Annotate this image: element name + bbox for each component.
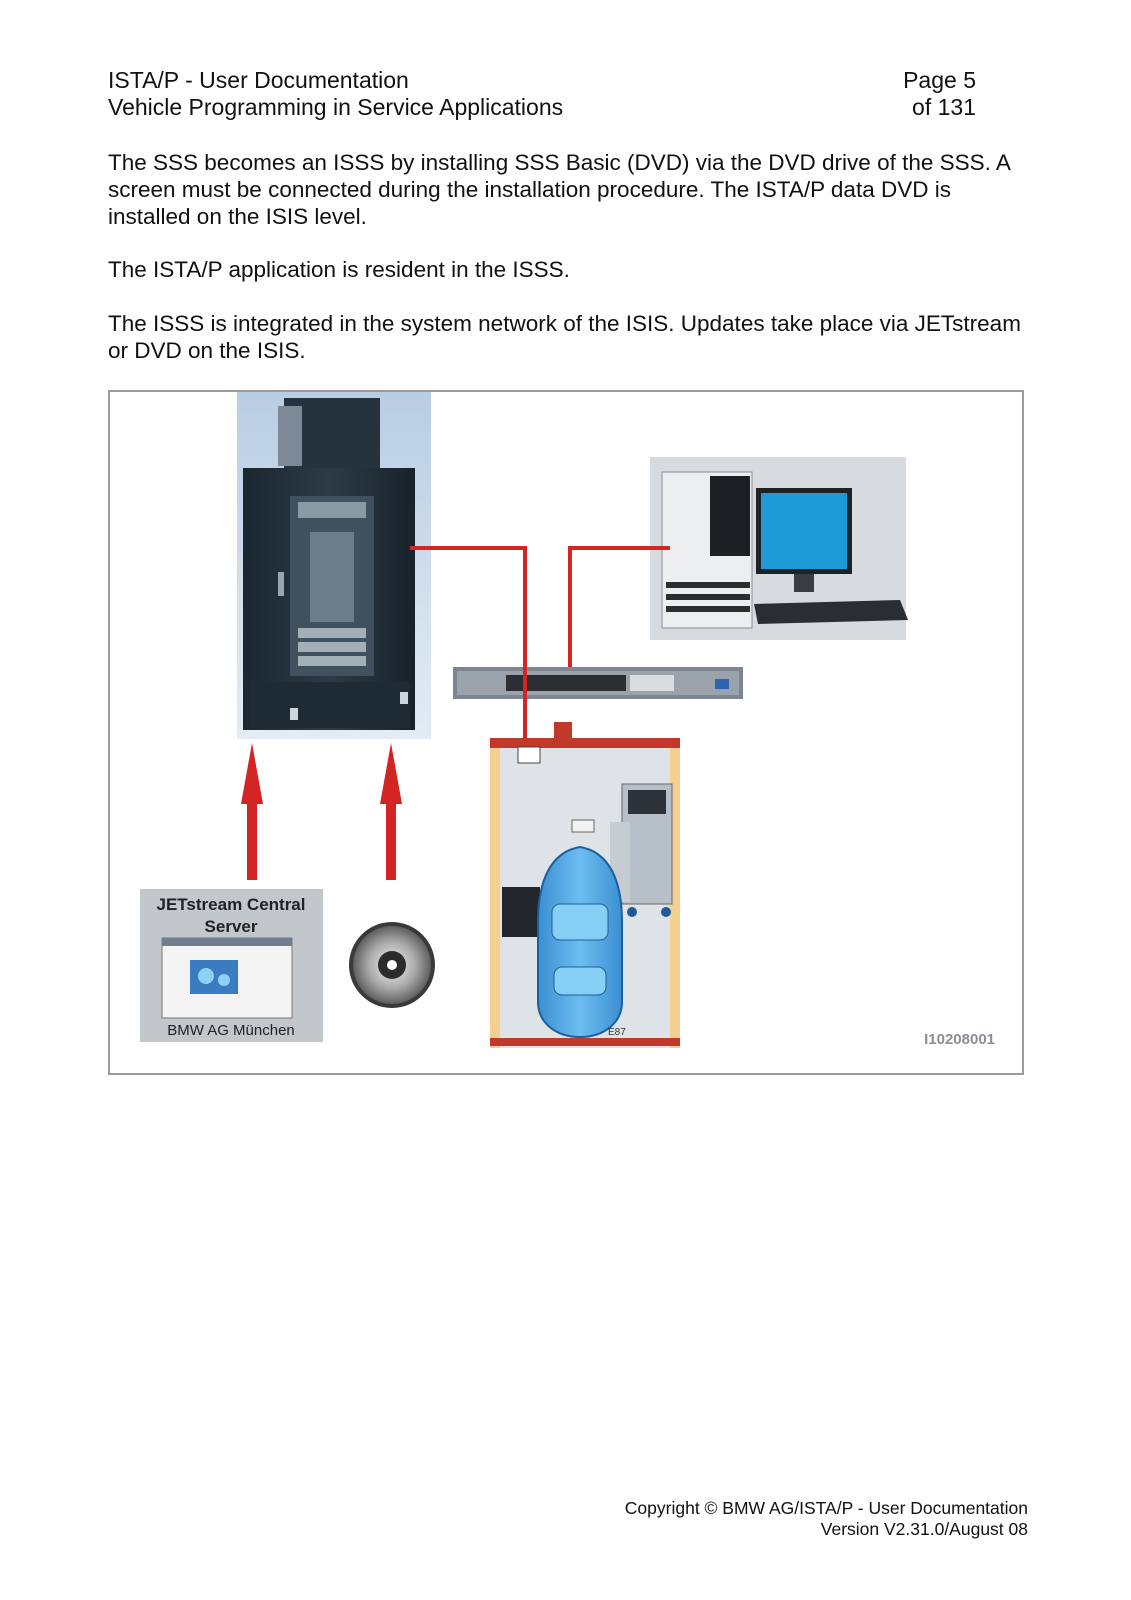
dvd-arrow-icon xyxy=(380,743,402,880)
footer-version: Version V2.31.0/August 08 xyxy=(820,1519,1028,1539)
document-header-left: ISTA/P - User Documentation Vehicle Prog… xyxy=(108,67,563,121)
jetstream-title-line2: Server xyxy=(205,917,258,936)
page-number: Page 5 of 131 xyxy=(903,67,976,121)
jetstream-caption: BMW AG München xyxy=(167,1022,295,1039)
dvd-disc-icon xyxy=(349,922,435,1008)
figure-image-id: I10208001 xyxy=(924,1031,995,1048)
upward-arrows xyxy=(241,743,402,880)
footer-copyright: Copyright © BMW AG/ISTA/P - User Documen… xyxy=(624,1498,1028,1518)
page-label: Page 5 xyxy=(903,67,976,93)
network-diagram-figure: E87 JETstream Central Server BMW AG Münc… xyxy=(108,390,1024,1075)
paragraph-network: The ISSS is integrated in the system net… xyxy=(108,311,1021,363)
jetstream-server-panel: JETstream Central Server BMW AG München xyxy=(140,889,323,1042)
jetstream-arrow-icon xyxy=(241,743,263,880)
server-cabinet-icon xyxy=(237,392,431,739)
paragraph-installation: The SSS becomes an ISSS by installing SS… xyxy=(108,150,1010,229)
jetstream-title-line1: JETstream Central xyxy=(157,895,306,914)
paragraph-resident: The ISTA/P application is resident in th… xyxy=(108,257,570,282)
document-subtitle: Vehicle Programming in Service Applicati… xyxy=(108,94,564,120)
workshop-area-icon: E87 xyxy=(490,722,680,1048)
page-total: of 131 xyxy=(912,94,976,120)
network-switch-icon xyxy=(453,667,743,699)
desktop-computer-icon xyxy=(650,457,908,640)
document-title: ISTA/P - User Documentation xyxy=(108,67,409,93)
car-model-label: E87 xyxy=(608,1027,626,1038)
document-footer: Copyright © BMW AG/ISTA/P - User Documen… xyxy=(625,1498,1028,1540)
